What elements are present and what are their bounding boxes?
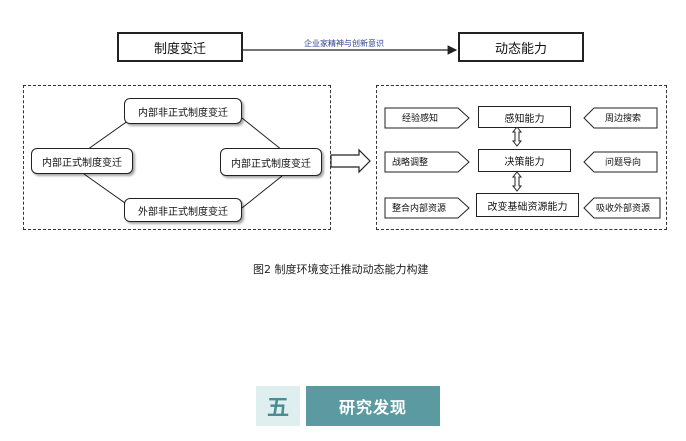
diamond-line-br <box>241 175 283 209</box>
external-informal-change-box: 外部非正式制度变迁 <box>124 198 242 222</box>
perception-capability-box: 感知能力 <box>478 106 571 128</box>
integrate-internal-resources-label: 整合内部资源 <box>392 204 447 214</box>
institutional-change-panel <box>23 85 331 230</box>
dynamic-capability-box: 动态能力 <box>458 32 584 62</box>
problem-oriented-arrow: 问题导向 <box>583 151 658 173</box>
experience-perception-arrow: 经验感知 <box>384 107 470 129</box>
double-arrow-1 <box>511 126 523 147</box>
strategy-adjustment-arrow: 战略调整 <box>384 151 470 173</box>
problem-oriented-label: 问题导向 <box>605 158 642 168</box>
peripheral-search-label: 周边搜索 <box>605 114 642 124</box>
strategy-adjustment-label: 战略调整 <box>392 158 429 168</box>
section-title: 研究发现 <box>306 386 440 426</box>
diamond-line-tr <box>241 117 283 151</box>
institutional-change-box: 制度变迁 <box>117 32 243 62</box>
internal-formal-change-left-box: 内部正式制度变迁 <box>31 148 133 174</box>
experience-perception-label: 经验感知 <box>402 114 439 124</box>
figure-caption: 图2 制度环境变迁推动动态能力构建 <box>253 263 429 276</box>
section-heading: 五 研究发现 <box>256 386 440 426</box>
peripheral-search-arrow: 周边搜索 <box>583 107 658 129</box>
diamond-line-tl <box>83 117 133 153</box>
dynamic-capability-panel <box>376 85 667 230</box>
internal-formal-change-right-box: 内部正式制度变迁 <box>220 148 322 176</box>
double-arrow-2 <box>511 171 523 192</box>
integrate-internal-resources-arrow: 整合内部资源 <box>384 197 470 219</box>
entrepreneurship-label: 企业家精神与创新意识 <box>304 39 384 48</box>
section-number: 五 <box>256 386 300 426</box>
absorb-external-resources-arrow: 吸收外部资源 <box>583 197 661 219</box>
resource-change-capability-box: 改变基础资源能力 <box>476 193 579 217</box>
decision-capability-box: 决策能力 <box>478 149 571 172</box>
internal-informal-change-box: 内部非正式制度变迁 <box>124 98 242 124</box>
absorb-external-resources-label: 吸收外部资源 <box>596 204 651 214</box>
panel-transition-arrow <box>330 148 371 174</box>
